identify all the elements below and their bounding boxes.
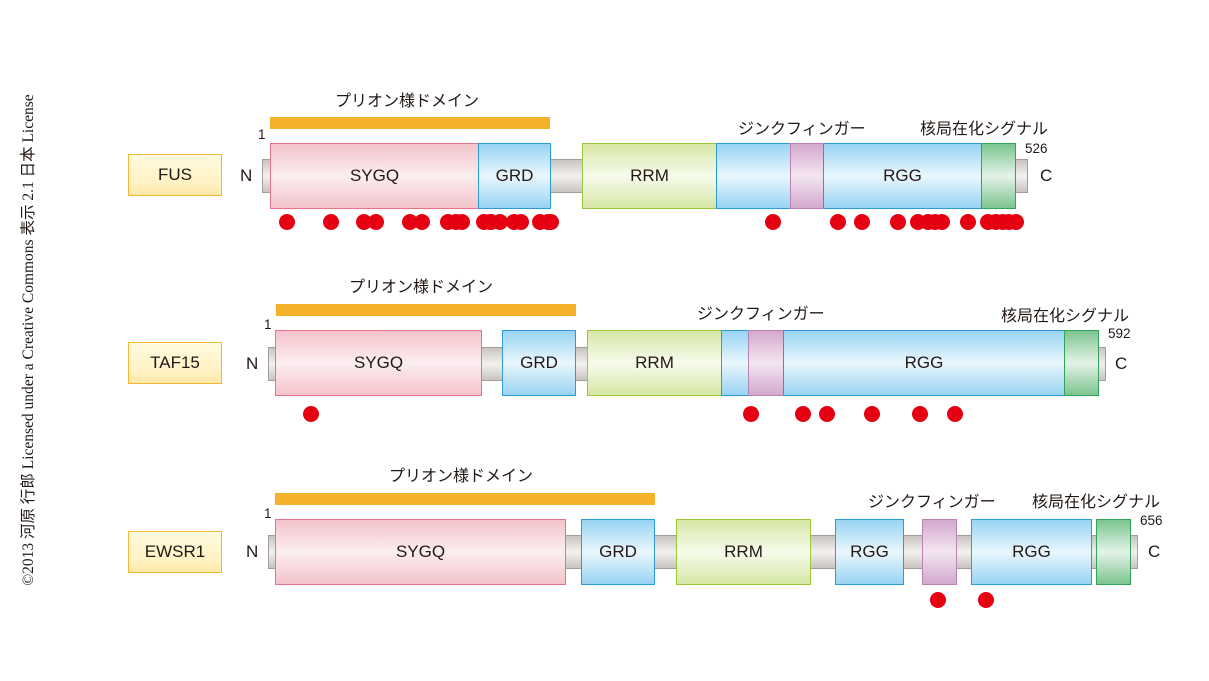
prion-like-domain-label: プリオン様ドメイン — [389, 466, 534, 485]
mutation-dot — [934, 214, 950, 230]
domain-grd: GRD — [478, 143, 551, 209]
protein-name-box: TAF15 — [128, 342, 222, 384]
domain-rgg: RGG — [823, 143, 982, 209]
domain-sygq: SYGQ — [275, 330, 482, 396]
domain-nls — [981, 143, 1016, 209]
prion-like-domain-label: プリオン様ドメイン — [335, 91, 480, 110]
mutation-dot — [513, 214, 529, 230]
prion-like-domain-label: プリオン様ドメイン — [349, 277, 494, 296]
protein-name-box: EWSR1 — [128, 531, 222, 573]
start-position: 1 — [264, 317, 272, 332]
domain-rgg-n — [721, 330, 749, 396]
mutation-dot — [743, 406, 759, 422]
domain-zinc-finger — [922, 519, 957, 585]
domain-zinc-finger — [748, 330, 784, 396]
mutation-dot — [890, 214, 906, 230]
mutation-dot — [960, 214, 976, 230]
domain-rgg-n — [716, 143, 791, 209]
prion-like-domain-bar — [270, 117, 550, 129]
zinc-finger-label: ジンクフィンガー — [738, 119, 866, 138]
mutation-dot — [323, 214, 339, 230]
mutation-dot — [765, 214, 781, 230]
domain-rgg-2: RGG — [971, 519, 1092, 585]
mutation-dot — [978, 592, 994, 608]
domain-zinc-finger — [790, 143, 824, 209]
c-terminus: C — [1148, 542, 1161, 561]
start-position: 1 — [258, 127, 266, 142]
protein-name-box: FUS — [128, 154, 222, 196]
mutation-dot — [930, 592, 946, 608]
mutation-dot — [795, 406, 811, 422]
prion-like-domain-bar — [276, 304, 576, 316]
mutation-dot — [482, 214, 498, 230]
c-terminus: C — [1040, 166, 1053, 185]
domain-nls — [1096, 519, 1131, 585]
n-terminus: N — [246, 354, 259, 373]
n-terminus: N — [240, 166, 253, 185]
nls-label: 核局在化シグナル — [1001, 306, 1130, 325]
end-position: 526 — [1025, 141, 1048, 156]
nls-label: 核局在化シグナル — [920, 119, 1049, 138]
prion-like-domain-bar — [275, 493, 655, 505]
protein-ewsr1: プリオン様ドメイン ジンクフィンガー 核局在化シグナル 1 656 EWSR1 … — [0, 0, 1209, 608]
domain-rgg: RGG — [783, 330, 1065, 396]
mutation-dot — [819, 406, 835, 422]
domain-rgg-1: RGG — [835, 519, 904, 585]
protein-taf15: プリオン様ドメイン ジンクフィンガー 核局在化シグナル 1 592 TAF15 … — [0, 0, 1209, 422]
mutation-dot — [279, 214, 295, 230]
mutation-dot — [830, 214, 846, 230]
mutation-dot — [303, 406, 319, 422]
n-terminus: N — [246, 542, 259, 561]
domain-nls — [1064, 330, 1099, 396]
mutation-dot — [854, 214, 870, 230]
protein-fus: プリオン様ドメイン ジンクフィンガー 核局在化シグナル 1 526 FUS N … — [0, 0, 1209, 230]
mutation-dot — [454, 214, 470, 230]
mutation-dot — [912, 406, 928, 422]
domain-grd: GRD — [581, 519, 655, 585]
mutation-dot — [540, 214, 556, 230]
zinc-finger-label: ジンクフィンガー — [697, 304, 825, 323]
domain-sygq: SYGQ — [270, 143, 479, 209]
start-position: 1 — [264, 506, 272, 521]
nls-label: 核局在化シグナル — [1032, 492, 1161, 511]
mutation-dot — [414, 214, 430, 230]
c-terminus: C — [1115, 354, 1128, 373]
end-position: 592 — [1108, 326, 1131, 341]
mutation-dot — [864, 406, 880, 422]
domain-rrm: RRM — [587, 330, 722, 396]
mutation-dot — [947, 406, 963, 422]
zinc-finger-label: ジンクフィンガー — [868, 492, 996, 511]
mutation-dot — [368, 214, 384, 230]
domain-sygq: SYGQ — [275, 519, 566, 585]
domain-rrm: RRM — [676, 519, 811, 585]
domain-grd: GRD — [502, 330, 576, 396]
end-position: 656 — [1140, 513, 1163, 528]
mutation-dot — [1008, 214, 1024, 230]
